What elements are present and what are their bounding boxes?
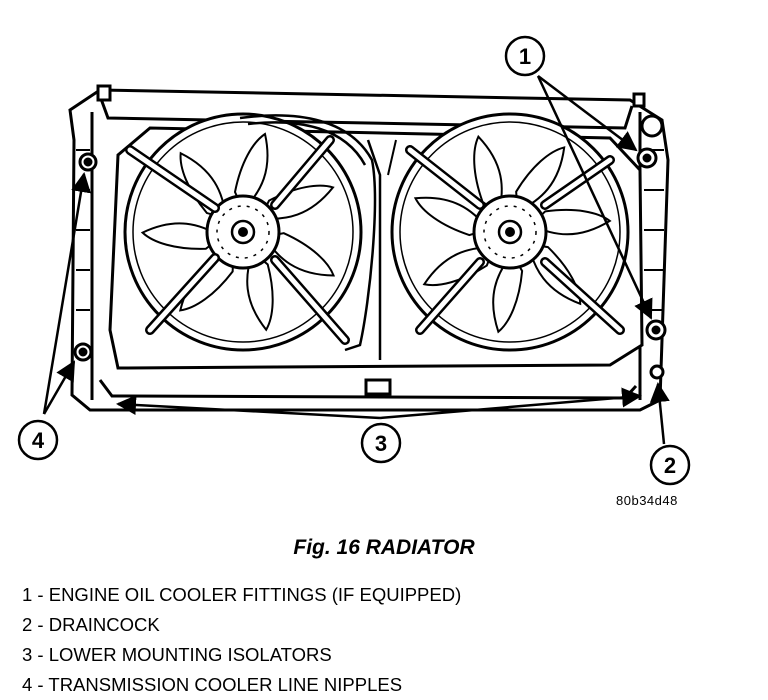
legend-item: 2 - DRAINCOCK bbox=[22, 614, 160, 635]
svg-text:2: 2 bbox=[664, 453, 676, 478]
wiring-harness bbox=[239, 114, 377, 352]
svg-text:3: 3 bbox=[375, 431, 387, 456]
callout-3: 3 bbox=[360, 422, 402, 464]
callout-1: 1 bbox=[504, 35, 546, 77]
fittings bbox=[73, 147, 667, 380]
figure-caption: Fig. 16 RADIATOR bbox=[293, 536, 475, 559]
legend-item: 3 - LOWER MOUNTING ISOLATORS bbox=[22, 644, 332, 665]
callout-2: 2 bbox=[649, 444, 691, 486]
legend-item: 4 - TRANSMISSION COOLER LINE NIPPLES bbox=[22, 674, 403, 695]
draincock bbox=[649, 364, 665, 380]
callout-4: 4 bbox=[17, 419, 59, 461]
figure-code: 80b34d48 bbox=[616, 493, 678, 508]
radiator-diagram: 1 2 3 4 bbox=[17, 35, 691, 486]
callout-leaders bbox=[42, 75, 670, 445]
svg-text:1: 1 bbox=[519, 44, 531, 69]
legend-list: 1 - ENGINE OIL COOLER FITTINGS (IF EQUIP… bbox=[22, 580, 461, 700]
legend-item: 1 - ENGINE OIL COOLER FITTINGS (IF EQUIP… bbox=[22, 584, 462, 605]
svg-text:4: 4 bbox=[32, 428, 45, 453]
